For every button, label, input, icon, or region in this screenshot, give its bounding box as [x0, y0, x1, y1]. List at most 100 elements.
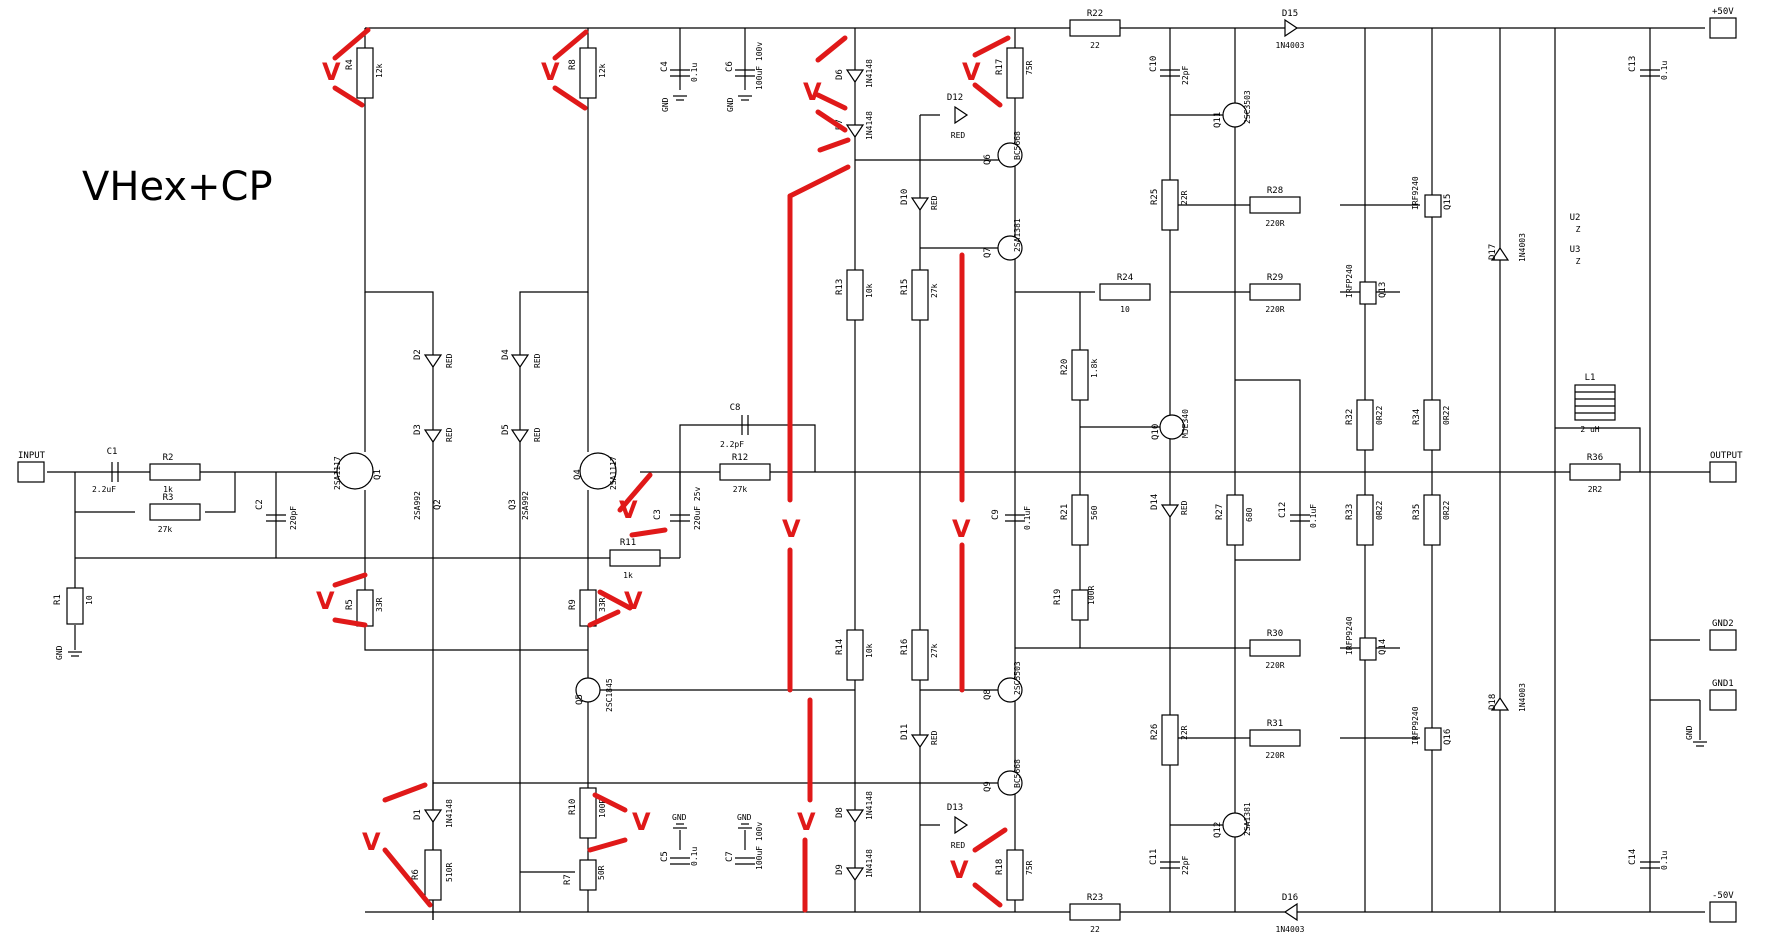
part-ref-label: C8	[730, 403, 741, 413]
part-value-label: BC5668	[1013, 131, 1022, 160]
part-ref-label: R14	[835, 639, 845, 655]
part-value-label: 75R	[1025, 60, 1034, 75]
part-value-label: 27k	[930, 283, 939, 298]
part-value-label: 1.8k	[1090, 359, 1099, 378]
diode-d14	[1160, 504, 1180, 519]
resistor-r35	[1423, 494, 1441, 546]
part-value-label: 33R	[598, 597, 607, 612]
part-value-label: 2SC5503	[1013, 661, 1022, 695]
part-ref-label: R34	[1412, 409, 1422, 425]
markup-label: V	[619, 496, 638, 524]
part-ref-label: R24	[1117, 273, 1133, 283]
diode-d18	[1490, 696, 1510, 711]
markup-label: V	[952, 515, 971, 543]
part-value-label: IRFP9240	[1345, 616, 1354, 655]
part-value-label: 2R2	[1588, 485, 1603, 494]
part-ref-label: R11	[620, 538, 636, 548]
transistor-q6	[997, 142, 1023, 168]
part-value-label: RED	[930, 730, 939, 745]
connector-label: OUTPUT	[1710, 451, 1743, 461]
resistor-r22	[1069, 19, 1121, 37]
part-ref-label: D1	[413, 809, 423, 820]
diode-d10	[910, 197, 930, 212]
part-ref-label: D4	[501, 349, 511, 360]
part-value-label: 12k	[375, 63, 384, 78]
part-value-label: 100uF 100v	[755, 822, 764, 870]
diode-d12	[954, 105, 969, 125]
capacitor-c9	[1005, 514, 1025, 522]
resistor-r36	[1569, 463, 1621, 481]
transistor-q5	[575, 677, 601, 703]
part-ref-label: C3	[653, 509, 663, 520]
part-ref-label: C14	[1628, 849, 1638, 865]
part-ref-label: R36	[1587, 453, 1603, 463]
wires	[47, 27, 1710, 920]
part-value-label: 2 uH	[1580, 425, 1599, 434]
capacitor-c14	[1640, 861, 1660, 869]
part-value-label: 100uF 100v	[755, 42, 764, 90]
part-value-label: RED	[951, 841, 966, 850]
part-value-label: 1k	[163, 485, 173, 494]
resistor-r16	[911, 629, 929, 681]
red-annotations	[332, 27, 1011, 913]
resistor-r14	[846, 629, 864, 681]
part-ref-label: R19	[1053, 589, 1063, 605]
part-ref-label: R23	[1087, 893, 1103, 903]
part-value-label: 1k	[623, 571, 633, 580]
part-value-label: 220R	[1265, 661, 1284, 670]
connector-labels: INPUT +50V OUTPUT GND2 GND1 -50V	[18, 7, 1743, 901]
part-value-label: BC5668	[1013, 759, 1022, 788]
part-ref-label: Q10	[1151, 424, 1161, 440]
part-ref-label: R26	[1150, 724, 1160, 740]
part-ref-label: Q15	[1443, 194, 1453, 210]
resistor-r17	[1006, 47, 1024, 99]
capacitor-c3	[670, 514, 690, 522]
part-value-label: 2SA1381	[1243, 802, 1252, 836]
diode-d11	[910, 734, 930, 749]
connector-label: GND1	[1712, 679, 1734, 689]
part-value-label: 1N4003	[1276, 41, 1305, 50]
part-ref-label: D8	[835, 807, 845, 818]
part-value-label: MJE340	[1181, 409, 1190, 438]
resistor-r32	[1356, 399, 1374, 451]
connector-output	[1709, 461, 1737, 483]
resistor-r28	[1249, 196, 1301, 214]
resistor-r31	[1249, 729, 1301, 747]
mosfet-q14	[1359, 637, 1377, 661]
transistor-q12	[1222, 812, 1248, 838]
part-value-label: Z	[1576, 257, 1581, 266]
red-annotation-labels: V V V V V V V V V V V V V	[316, 58, 981, 884]
part-value-label: 220R	[1265, 219, 1284, 228]
part-value-label: RED	[533, 427, 542, 442]
part-value-label: 22	[1090, 41, 1100, 50]
capacitor-c6	[735, 69, 755, 77]
part-value-label: 1N4148	[865, 59, 874, 88]
connector-neg50v	[1709, 901, 1737, 923]
part-value-label: 22pF	[1181, 856, 1190, 875]
resistor-r3	[149, 503, 201, 521]
ground-label: GND	[661, 97, 670, 112]
part-ref-label: R31	[1267, 719, 1283, 729]
connector-label: GND2	[1712, 619, 1734, 629]
part-ref-label: C10	[1149, 56, 1159, 72]
part-value-label: 2SC1845	[605, 678, 614, 712]
resistor-r27	[1226, 494, 1244, 546]
resistor-r33	[1356, 494, 1374, 546]
resistor-r15	[911, 269, 929, 321]
part-value-label: 10	[85, 595, 94, 605]
capacitor-c1	[111, 462, 119, 482]
transistor-q1	[336, 452, 374, 490]
part-value-label: 100R	[598, 799, 607, 818]
markup-label: V	[541, 58, 560, 86]
part-ref-label: C4	[660, 61, 670, 72]
part-value-label: 0.1uF	[1309, 504, 1318, 528]
part-value-label: 1N4148	[865, 791, 874, 820]
part-value-label: 1N4148	[865, 849, 874, 878]
part-ref-label: R1	[53, 594, 63, 605]
resistors-vertical	[66, 47, 1441, 901]
resistor-r21	[1071, 494, 1089, 546]
markup-label: V	[962, 58, 981, 86]
part-ref-label: C11	[1149, 849, 1159, 865]
part-ref-label: R7	[563, 874, 573, 885]
